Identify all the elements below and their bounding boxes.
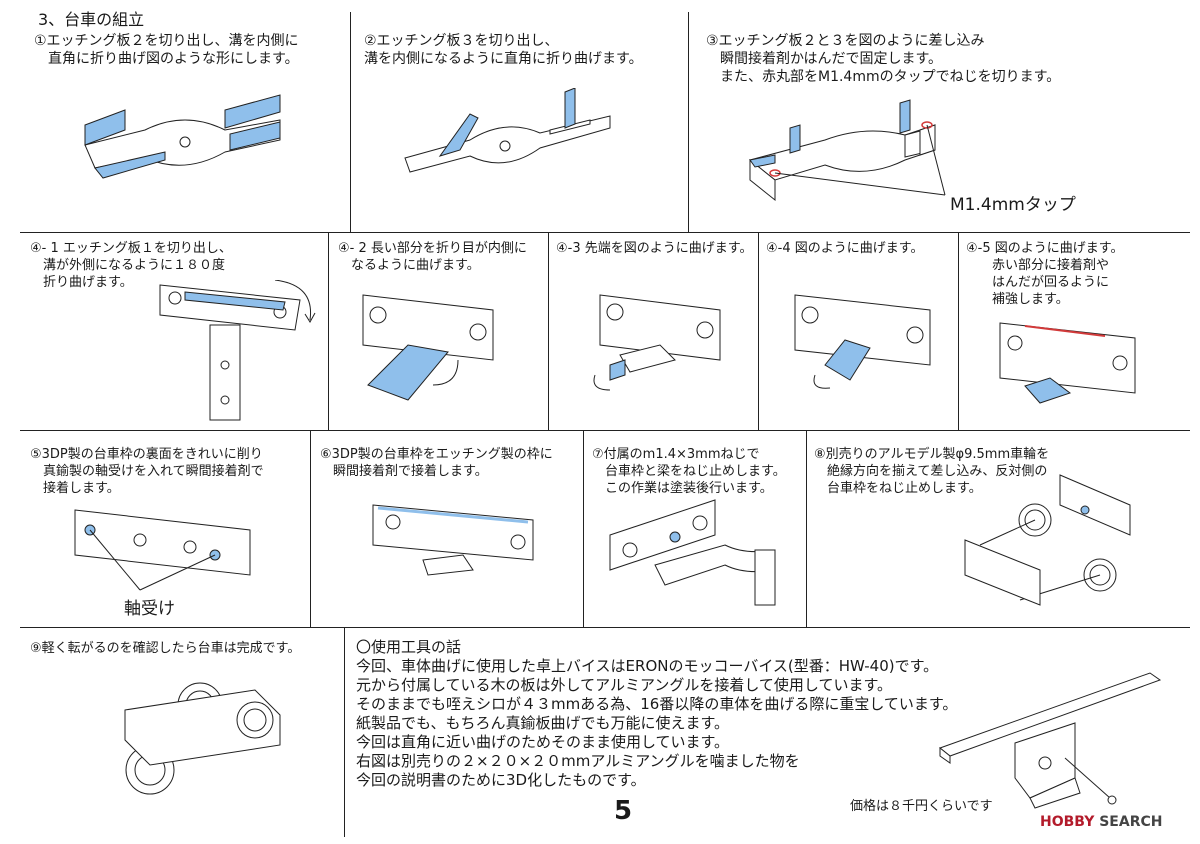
tools-line-2: 元から付属している木の板は外してアルミアングルを接着して使用しています。 [356,676,892,694]
figure-vise [938,672,1162,809]
step-2-label: ②エッチング板３を切り出し、 溝を内側になるように直角に折り曲げます。 [364,33,643,67]
figure-step-8 [964,474,1131,606]
divider-r4-a [344,627,345,837]
figure-step-1 [84,94,281,179]
page-number: 5 [614,796,633,826]
step-1-label: ①エッチング板２を切り出し、溝を内側に 直角に折り曲げ図のような形にします。 [34,33,299,67]
tools-line-7: 今回の説明書のために3D化したものです。 [356,771,646,789]
figure-step-4-1 [159,280,316,421]
divider-row2 [20,430,1190,431]
divider-r2-d [958,232,959,430]
tools-price: 価格は８千円くらいです [850,799,993,814]
callout-tap: M1.4mmタップ [950,195,1076,215]
divider-r1-a [350,12,351,232]
step-4-3-label: ④-3 先端を図のように曲げます。 [556,241,753,256]
step-8-label: ⑧別売りのアルモデル製φ9.5mm車輪を 絶縁方向を揃えて差し込み、反対側の 台… [814,447,1050,496]
step-6-label: ⑥3DP製の台車枠をエッチング製の枠に 瞬間接着剤で接着します。 [320,447,553,479]
figure-step-5 [74,509,251,591]
figure-step-6 [372,504,534,576]
divider-r3-a [310,430,311,627]
step-5-label: ⑤3DP製の台車枠の裏面をきれいに削り 真鍮製の軸受けを入れて瞬間接着剤で 接着… [30,447,264,496]
tools-body: 今回、車体曲げに使用した卓上バイスはERONのモッコーバイス(型番：HW-40)… [356,657,986,790]
step-4-5-label: ④-5 図のように曲げます。 赤い部分に接着剤や はんだが回るように 補強します… [966,241,1124,307]
step-4-4-label: ④-4 図のように曲げます。 [766,241,924,256]
watermark-suffix: SEARCH [1099,814,1163,830]
divider-r3-b [583,430,584,627]
tools-line-1: 今回、車体曲げに使用した卓上バイスはERONのモッコーバイス(型番：HW-40)… [356,657,939,675]
figure-step-2 [404,88,611,173]
tools-line-4: 紙製品でも、もちろん真鍮板曲げでも万能に使えます。 [356,714,730,732]
divider-row3 [20,627,1190,628]
figure-step-7 [609,499,776,606]
section-title: 3、台車の組立 [38,10,145,29]
tools-line-3: そのままでも咥えシロが４３mmある為、16番以降の車体を曲げる際に重宝しています… [356,695,958,713]
figure-step-4-3 [593,294,721,391]
divider-r3-c [806,430,807,627]
tools-line-5: 今回は直角に近い曲げのためそのまま使用しています。 [356,733,730,751]
watermark-logo: HOBBY SEARCH [1040,814,1162,830]
divider-r2-c [758,232,759,430]
step-4-1-label: ④- 1 エッチング板１を切り出し、 溝が外側になるように１８０度 折り曲げます… [30,241,232,290]
divider-r1-b [688,12,689,232]
tools-line-6: 右図は別売りの２×２０×２０mmアルミアングルを噛ました物を [356,752,800,770]
divider-r2-b [548,232,549,430]
figure-step-3 [748,99,946,202]
step-3-label: ③エッチング板２と３を図のように差し込み 瞬間接着剤かはんだで固定します。 また… [706,33,1061,85]
divider-row1 [20,232,1190,233]
figure-step-4-2 [362,294,494,401]
step-4-2-label: ④- 2 長い部分を折り目が内側に なるように曲げます。 [338,241,527,273]
watermark-brand: HOBBY [1040,814,1095,830]
step-7-label: ⑦付属のm1.4×3mmねじで 台車枠と梁をねじ止めします。 この作業は塗装後行… [592,447,786,496]
step-9-label: ⑨軽く転がるのを確認したら台車は完成です。 [30,641,301,656]
figure-step-4-5 [999,322,1136,404]
tools-heading: 〇使用工具の話 [356,638,462,656]
divider-r2-a [328,232,329,430]
callout-bearing: 軸受け [124,599,175,619]
figure-step-4-4 [794,294,931,389]
figure-step-9 [124,682,281,795]
